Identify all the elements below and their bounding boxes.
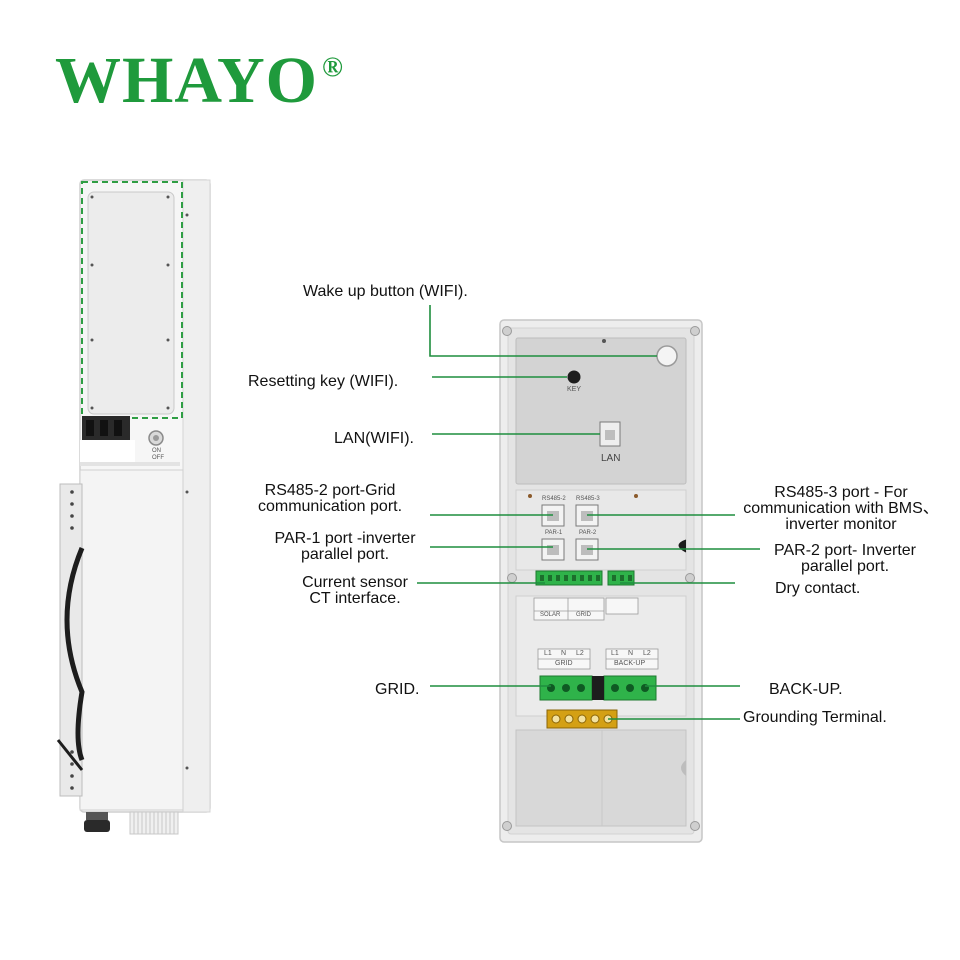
- callout-par-1: PAR-1 port -inverter parallel port.: [245, 531, 445, 563]
- callout-par-2-line1: PAR-2 port- Inverter: [774, 542, 916, 559]
- inverter-side-view: [56, 179, 211, 835]
- solar-label: SOLAR: [540, 612, 561, 618]
- callout-par-1-line1: PAR-1 port -inverter: [274, 530, 416, 547]
- callout-grid: GRID.: [375, 681, 420, 698]
- callout-rs485-3: RS485-3 port - For communication with BM…: [726, 485, 956, 533]
- grid-block-label: GRID: [555, 660, 573, 667]
- callout-rs485-2-line2: communication port.: [257, 498, 403, 515]
- foot: [84, 820, 110, 832]
- callout-par-1-line2: parallel port.: [300, 546, 390, 563]
- callout-ct-line2: CT interface.: [309, 590, 401, 607]
- brand-logo: WHAYO®: [55, 48, 344, 114]
- callout-rs485-2-line1: RS485-2 port-Grid: [264, 482, 396, 499]
- reset-key: [567, 370, 581, 384]
- callout-ct-line1: Current sensor: [302, 574, 408, 591]
- backup-n-label: N: [628, 650, 634, 657]
- backup-block-label: BACK-UP: [614, 660, 646, 667]
- callout-wake-up: Wake up button (WIFI).: [303, 283, 468, 300]
- ct-connector: [535, 570, 603, 586]
- key-label: KEY: [567, 386, 582, 393]
- callout-par-2-line2: parallel port.: [800, 558, 890, 575]
- grid-l1-label: L1: [544, 650, 552, 657]
- switch-off-label: OFF: [152, 455, 164, 461]
- rs485-2-label: RS485-2: [542, 496, 566, 502]
- rs485-3-label: RS485-3: [576, 496, 600, 502]
- par-2-label: PAR-2: [579, 530, 597, 536]
- callout-ct: Current sensor CT interface.: [255, 575, 455, 607]
- terminal-box: [499, 319, 703, 843]
- switch-on-label: ON: [152, 448, 161, 454]
- upper-compartment: [515, 337, 687, 485]
- grid-n-label: N: [561, 650, 567, 657]
- callout-backup: BACK-UP.: [769, 681, 843, 698]
- ct-grid-label: GRID: [576, 612, 591, 618]
- callout-par-2: PAR-2 port- Inverter parallel port.: [745, 543, 945, 575]
- backup-l2-label: L2: [643, 650, 651, 657]
- registered-mark: ®: [321, 52, 344, 83]
- backup-l1-label: L1: [611, 650, 619, 657]
- callout-rs485-2: RS485-2 port-Grid communication port.: [230, 483, 430, 515]
- leader-lines: [417, 305, 760, 720]
- callout-rs485-3-line3: inverter monitor: [785, 516, 897, 533]
- wake-up-button: [656, 345, 678, 367]
- callout-rs485-3-line2: communication with BMS、: [743, 500, 939, 517]
- callout-resetting-key: Resetting key (WIFI).: [248, 373, 399, 390]
- callout-rs485-3-line1: RS485-3 port - For: [774, 484, 908, 501]
- callout-dry-contact: Dry contact.: [775, 580, 861, 597]
- lan-label: LAN: [601, 453, 621, 464]
- grid-l2-label: L2: [576, 650, 584, 657]
- brand-name: WHAYO: [55, 44, 318, 117]
- par-1-label: PAR-1: [545, 530, 563, 536]
- highlight-dashed-box: [81, 181, 183, 419]
- callout-lan: LAN(WIFI).: [334, 430, 414, 447]
- callout-grounding: Grounding Terminal.: [743, 709, 887, 726]
